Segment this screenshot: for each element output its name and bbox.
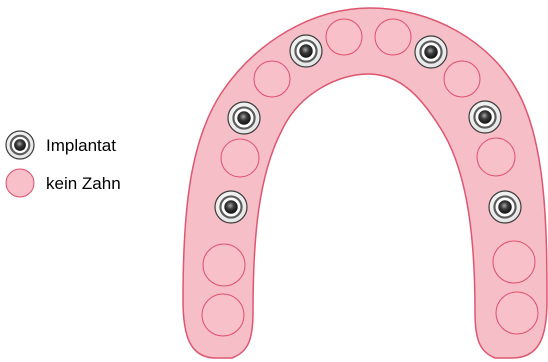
empty-tooth-15 [493,241,535,283]
empty-tooth-11 [444,61,480,97]
empty-tooth-icon-shape [6,169,34,197]
empty-tooth-4 [221,139,259,177]
legend-label-implant: Implantat [46,136,116,155]
empty-tooth-6 [254,61,290,97]
empty-tooth-13 [477,138,515,176]
legend: Implantat kein Zahn [6,131,121,197]
implant-tooth-10 [415,36,447,68]
implant-icon-shape [6,131,34,159]
empty-tooth-9 [375,19,411,55]
empty-tooth-icon [6,169,34,197]
legend-item-empty: kein Zahn [6,169,121,197]
implant-tooth-7 [290,35,322,67]
legend-label-empty: kein Zahn [46,174,121,193]
implant-tooth-3 [215,191,247,223]
implant-tooth-14 [489,191,521,223]
implant-icon [6,131,34,159]
implant-tooth-5 [228,102,260,134]
empty-tooth-1 [202,294,244,336]
empty-tooth-8 [326,19,362,55]
legend-item-implant: Implantat [6,131,116,159]
empty-tooth-16 [496,292,538,334]
empty-tooth-2 [203,244,245,286]
implant-tooth-12 [469,101,501,133]
